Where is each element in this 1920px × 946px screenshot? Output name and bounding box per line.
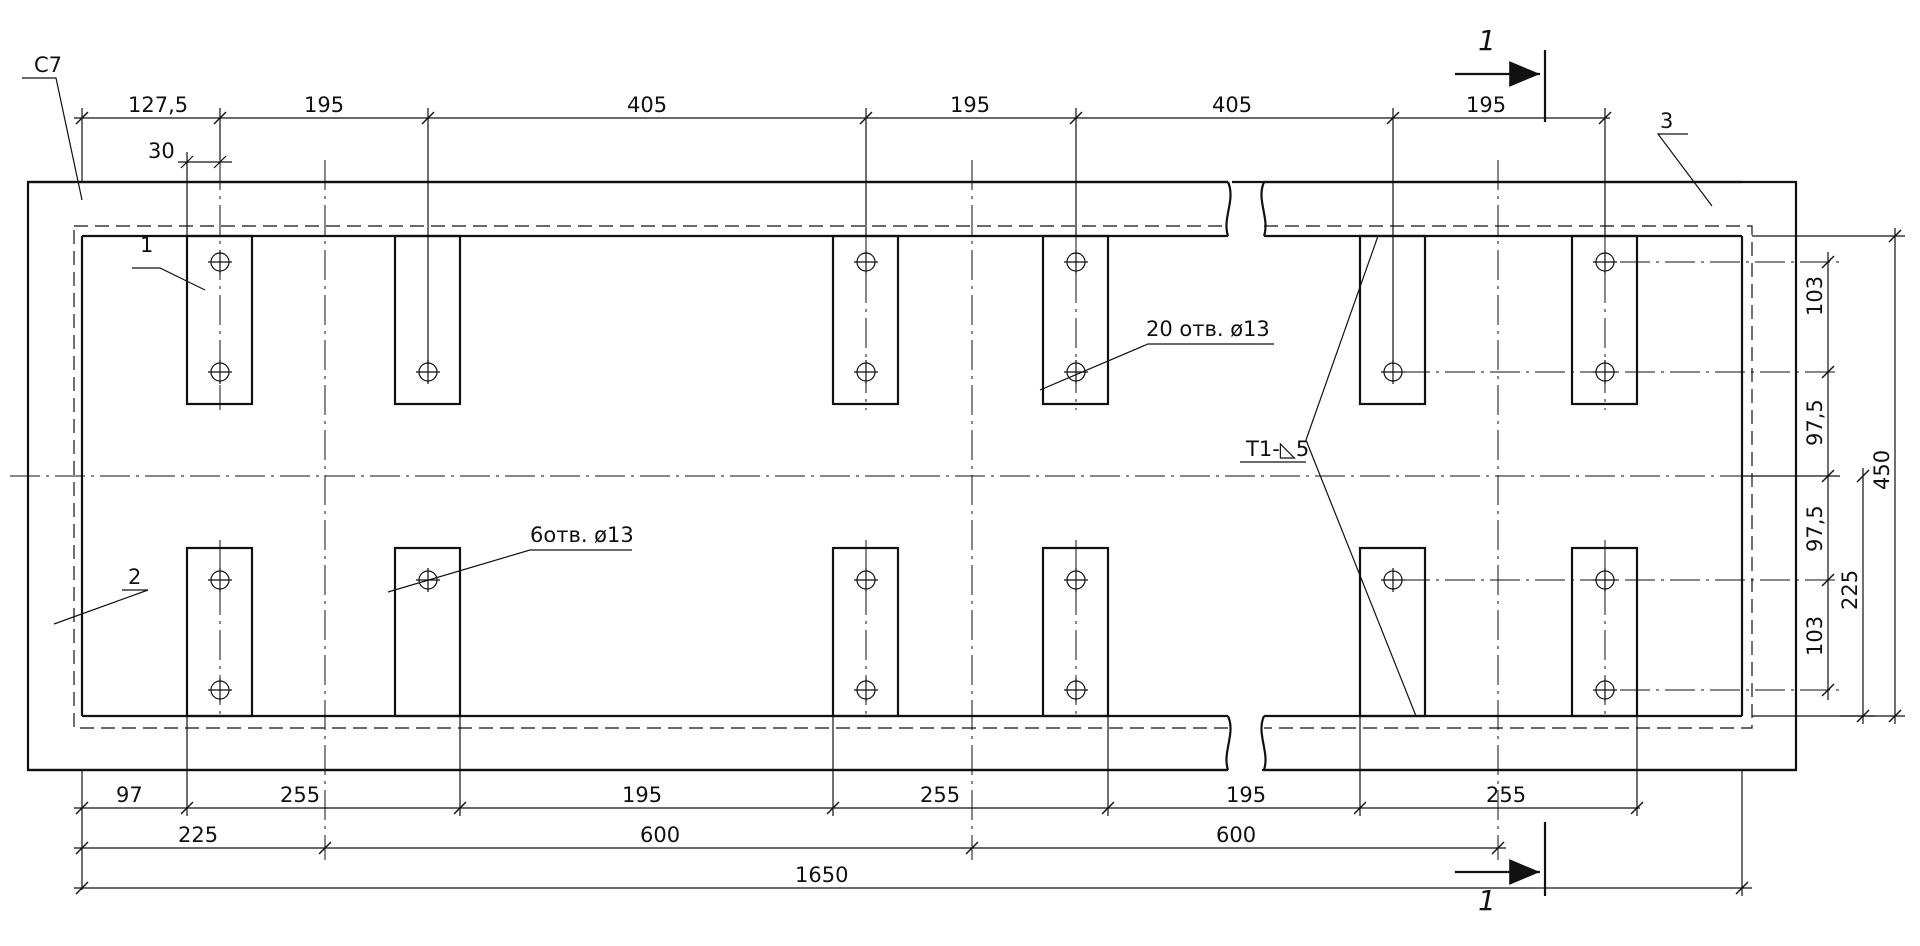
part1-label: 1 [140, 233, 153, 257]
labels: С7 1 2 3 1 1 20 отв. ø13 6отв. ø13 Т1-◺5… [34, 24, 1894, 917]
dim-total: 1650 [795, 863, 848, 887]
weld-label: С7 [34, 53, 62, 77]
hidden-contour [73, 225, 1753, 729]
dim-top-3: 405 [627, 93, 667, 117]
weld-t1-label: Т1-◺5 [1245, 437, 1309, 461]
dim-top-6: 195 [1466, 93, 1506, 117]
holes-20-label: 20 отв. ø13 [1146, 317, 1270, 341]
dim-top-1: 127,5 [128, 93, 188, 117]
base-plate-outline [26, 180, 1798, 772]
dim-right-225: 225 [1838, 570, 1862, 610]
dim-top-small: 30 [148, 139, 175, 163]
dim-bot1-5: 195 [1226, 783, 1266, 807]
dim-right-3: 97,5 [1803, 505, 1827, 552]
dim-bot1-6: 255 [1486, 783, 1526, 807]
dimension-lines [74, 108, 1905, 896]
holes [208, 160, 1840, 716]
dim-bot1-3: 195 [622, 783, 662, 807]
part3-label: 3 [1660, 109, 1673, 133]
section-bottom-label: 1 [1478, 884, 1496, 917]
dim-top-5: 405 [1212, 93, 1252, 117]
dim-bot2-2: 600 [640, 823, 680, 847]
axis-lines [10, 160, 1810, 860]
dim-bot2-1: 225 [178, 823, 218, 847]
dim-bot1-4: 255 [920, 783, 960, 807]
dim-bot2-3: 600 [1216, 823, 1256, 847]
section-markers [1455, 50, 1547, 896]
dim-top-4: 195 [950, 93, 990, 117]
dim-right-1: 103 [1803, 276, 1827, 316]
dim-bot1-2: 255 [280, 783, 320, 807]
dim-right-450: 450 [1870, 450, 1894, 490]
section-top-label: 1 [1478, 24, 1496, 57]
dim-top-2: 195 [304, 93, 344, 117]
part2-label: 2 [128, 565, 141, 589]
leader-lines [22, 77, 1713, 717]
holes-6-label: 6отв. ø13 [530, 523, 634, 547]
dim-right-2: 97,5 [1803, 399, 1827, 446]
dim-bot1-1: 97 [116, 783, 143, 807]
dim-right-4: 103 [1803, 616, 1827, 656]
